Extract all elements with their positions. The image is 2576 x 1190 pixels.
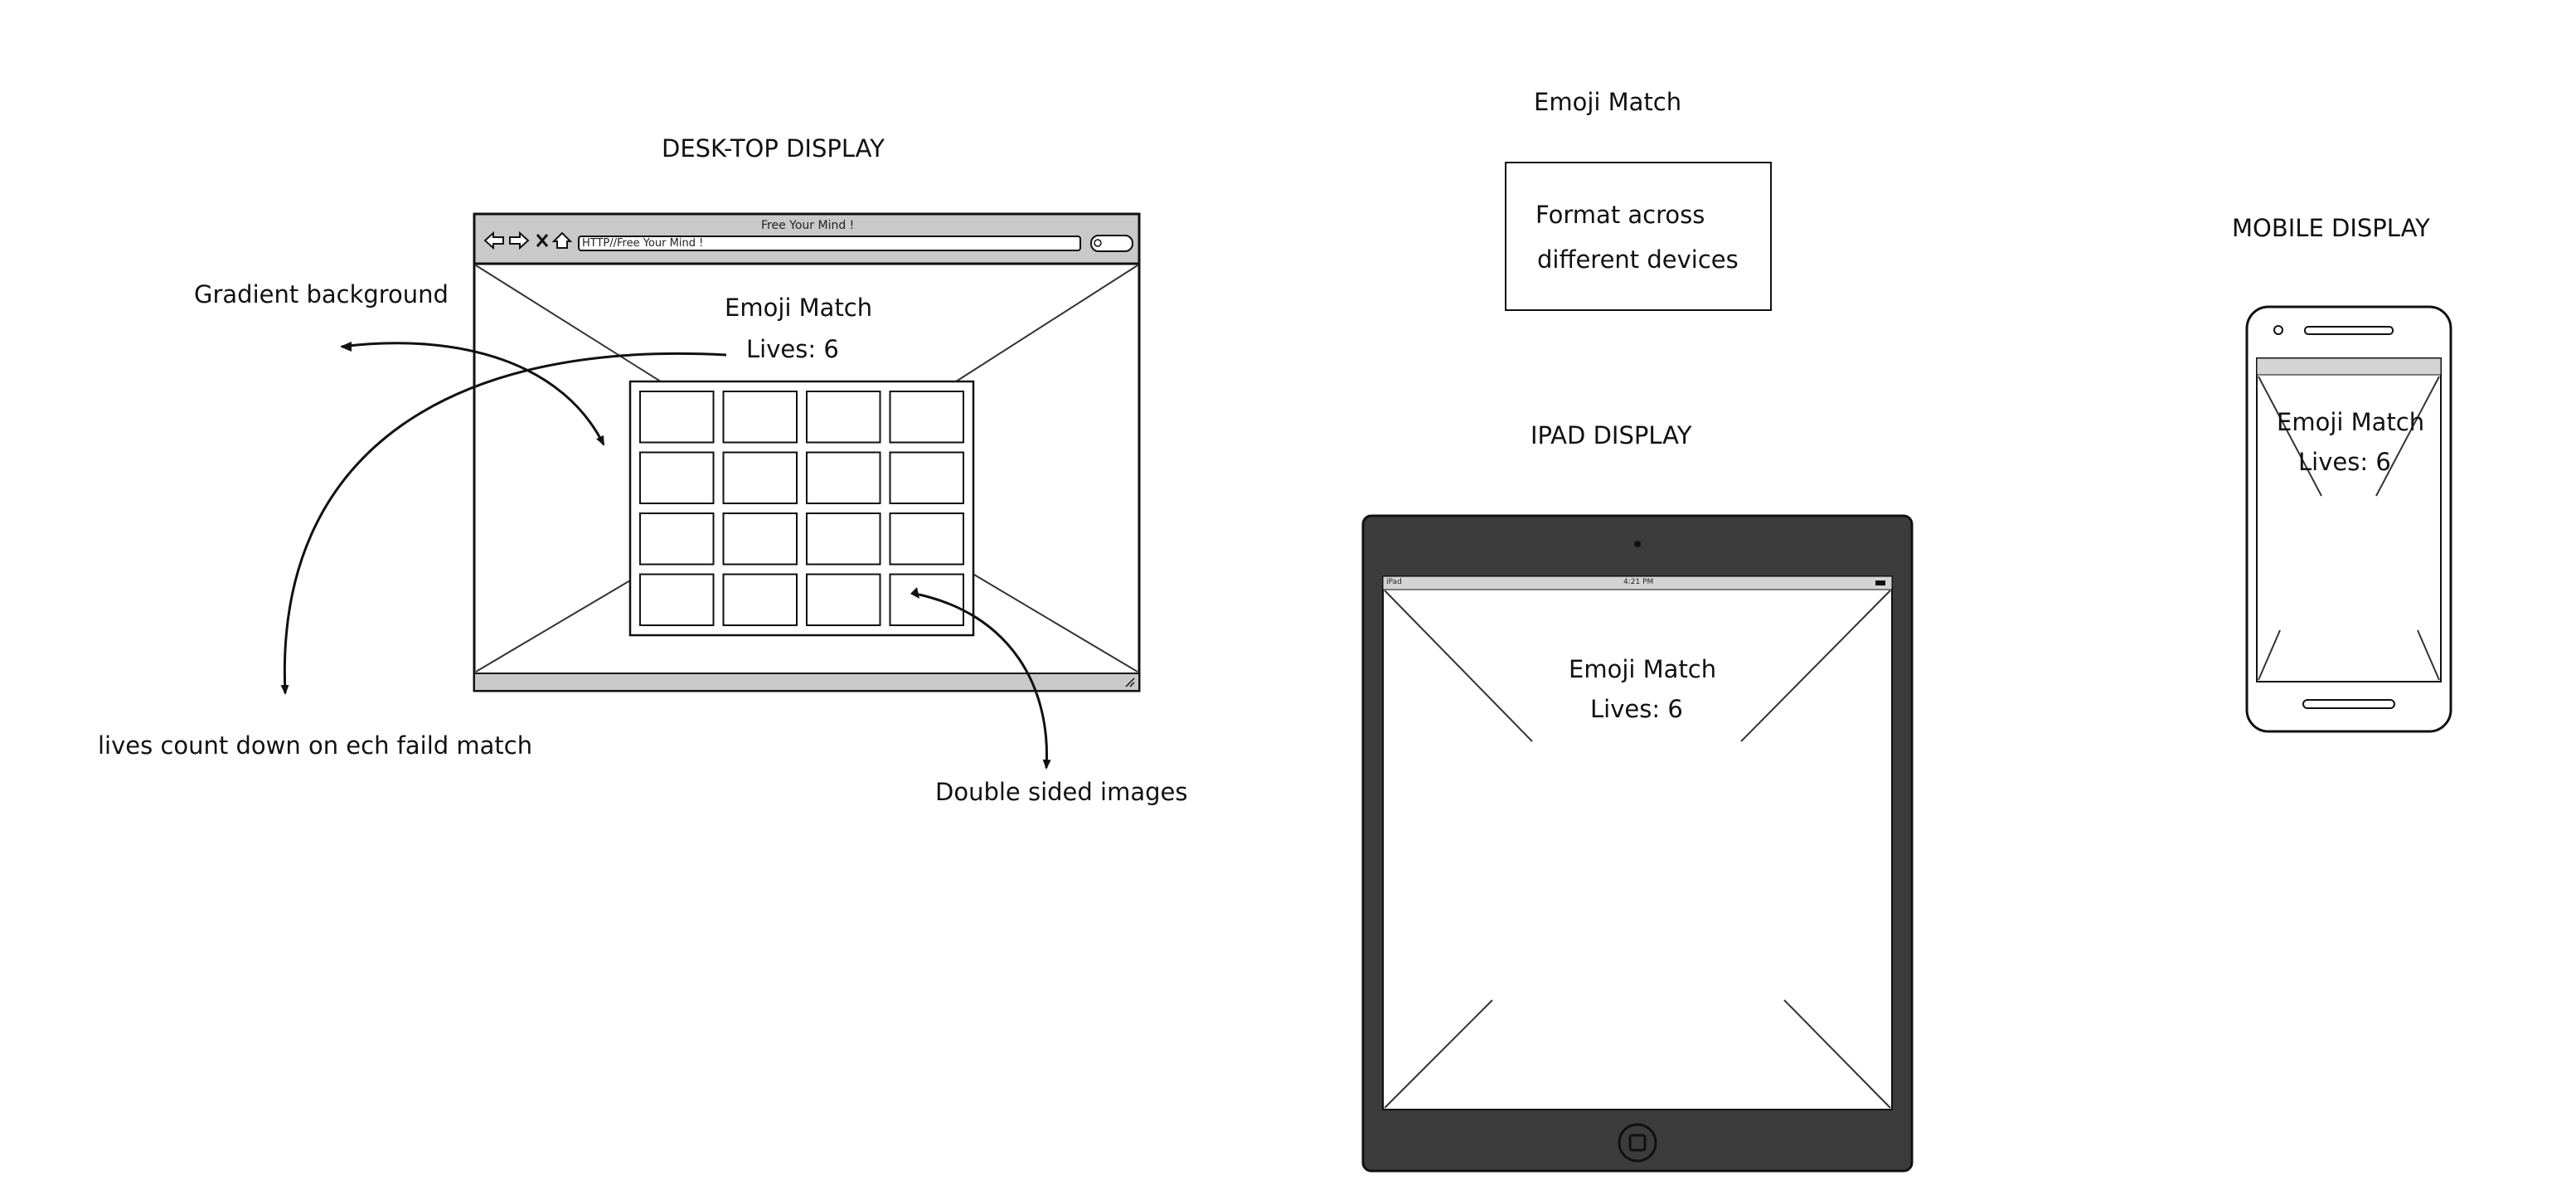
phone-status-bar <box>2256 357 2442 376</box>
back-arrow-icon[interactable] <box>483 231 504 250</box>
game-card[interactable] <box>722 451 798 504</box>
note-title: Emoji Match <box>1534 88 1682 116</box>
ipad-heading: IPAD DISPLAY <box>1531 421 1692 449</box>
game-card[interactable] <box>722 512 798 566</box>
forward-arrow-icon[interactable] <box>509 231 530 250</box>
ipad-lives-counter: Lives: 6 <box>1590 695 1683 723</box>
url-bar[interactable] <box>578 236 1081 251</box>
phone-screen <box>2256 357 2442 682</box>
mobile-lives-counter: Lives: 6 <box>2298 448 2391 476</box>
ipad-status-bar <box>1382 576 1893 590</box>
close-icon[interactable] <box>536 234 549 247</box>
game-card[interactable] <box>639 391 715 444</box>
desktop-lives-counter: Lives: 6 <box>746 335 839 363</box>
mobile-device <box>2245 305 2452 733</box>
gradient-arrow <box>341 342 605 446</box>
search-button[interactable] <box>1090 235 1133 252</box>
gradient-note: Gradient background <box>194 280 449 308</box>
ipad-time: 4:21 PM <box>1623 578 1654 586</box>
game-card[interactable] <box>806 391 881 444</box>
double-sided-note: Double sided images <box>935 778 1188 806</box>
double-sided-arrow <box>914 592 1051 770</box>
browser-statusbar <box>473 673 1140 692</box>
gradient-arrow-tail-head <box>340 342 352 352</box>
game-card[interactable] <box>806 451 881 504</box>
ipad-camera <box>1634 541 1641 547</box>
ipad-game-title: Emoji Match <box>1569 655 1717 683</box>
game-card[interactable] <box>806 573 881 626</box>
phone-speaker <box>2304 326 2394 335</box>
desktop-heading: DESK-TOP DISPLAY <box>662 134 885 163</box>
lives-note: lives count down on ech faild match <box>98 731 533 760</box>
mobile-heading: MOBILE DISPLAY <box>2232 214 2430 242</box>
resize-grip-icon[interactable] <box>1125 678 1135 687</box>
search-icon <box>1094 239 1102 247</box>
home-icon[interactable] <box>551 231 573 249</box>
game-card[interactable] <box>889 451 964 504</box>
desktop-card-grid <box>628 380 975 637</box>
note-box-line-2: different devices <box>1537 245 1739 274</box>
lives-arrow <box>280 352 727 695</box>
url-text: HTTP//Free Your Mind ! <box>582 237 704 250</box>
game-card[interactable] <box>806 512 881 566</box>
game-card[interactable] <box>639 512 715 566</box>
game-card[interactable] <box>889 573 964 626</box>
mobile-game-title: Emoji Match <box>2277 408 2425 436</box>
game-card[interactable] <box>889 512 964 566</box>
ipad-screen <box>1382 576 1893 1110</box>
note-box <box>1505 162 1772 311</box>
browser-window-title: Free Your Mind ! <box>761 219 855 232</box>
game-card[interactable] <box>639 451 715 504</box>
game-card[interactable] <box>722 573 798 626</box>
ipad-device <box>1361 514 1914 1173</box>
ipad-carrier: iPad <box>1386 578 1402 586</box>
ipad-home-button[interactable] <box>1618 1123 1657 1163</box>
phone-camera <box>2273 325 2283 335</box>
note-box-line-1: Format across <box>1535 201 1705 229</box>
game-card[interactable] <box>639 573 715 626</box>
ipad-battery-icon <box>1875 580 1885 585</box>
double-sided-arrow-tail-head <box>910 587 919 599</box>
phone-home-bar[interactable] <box>2302 699 2395 709</box>
game-card[interactable] <box>722 391 798 444</box>
game-card[interactable] <box>889 391 964 444</box>
desktop-game-title: Emoji Match <box>725 294 873 322</box>
